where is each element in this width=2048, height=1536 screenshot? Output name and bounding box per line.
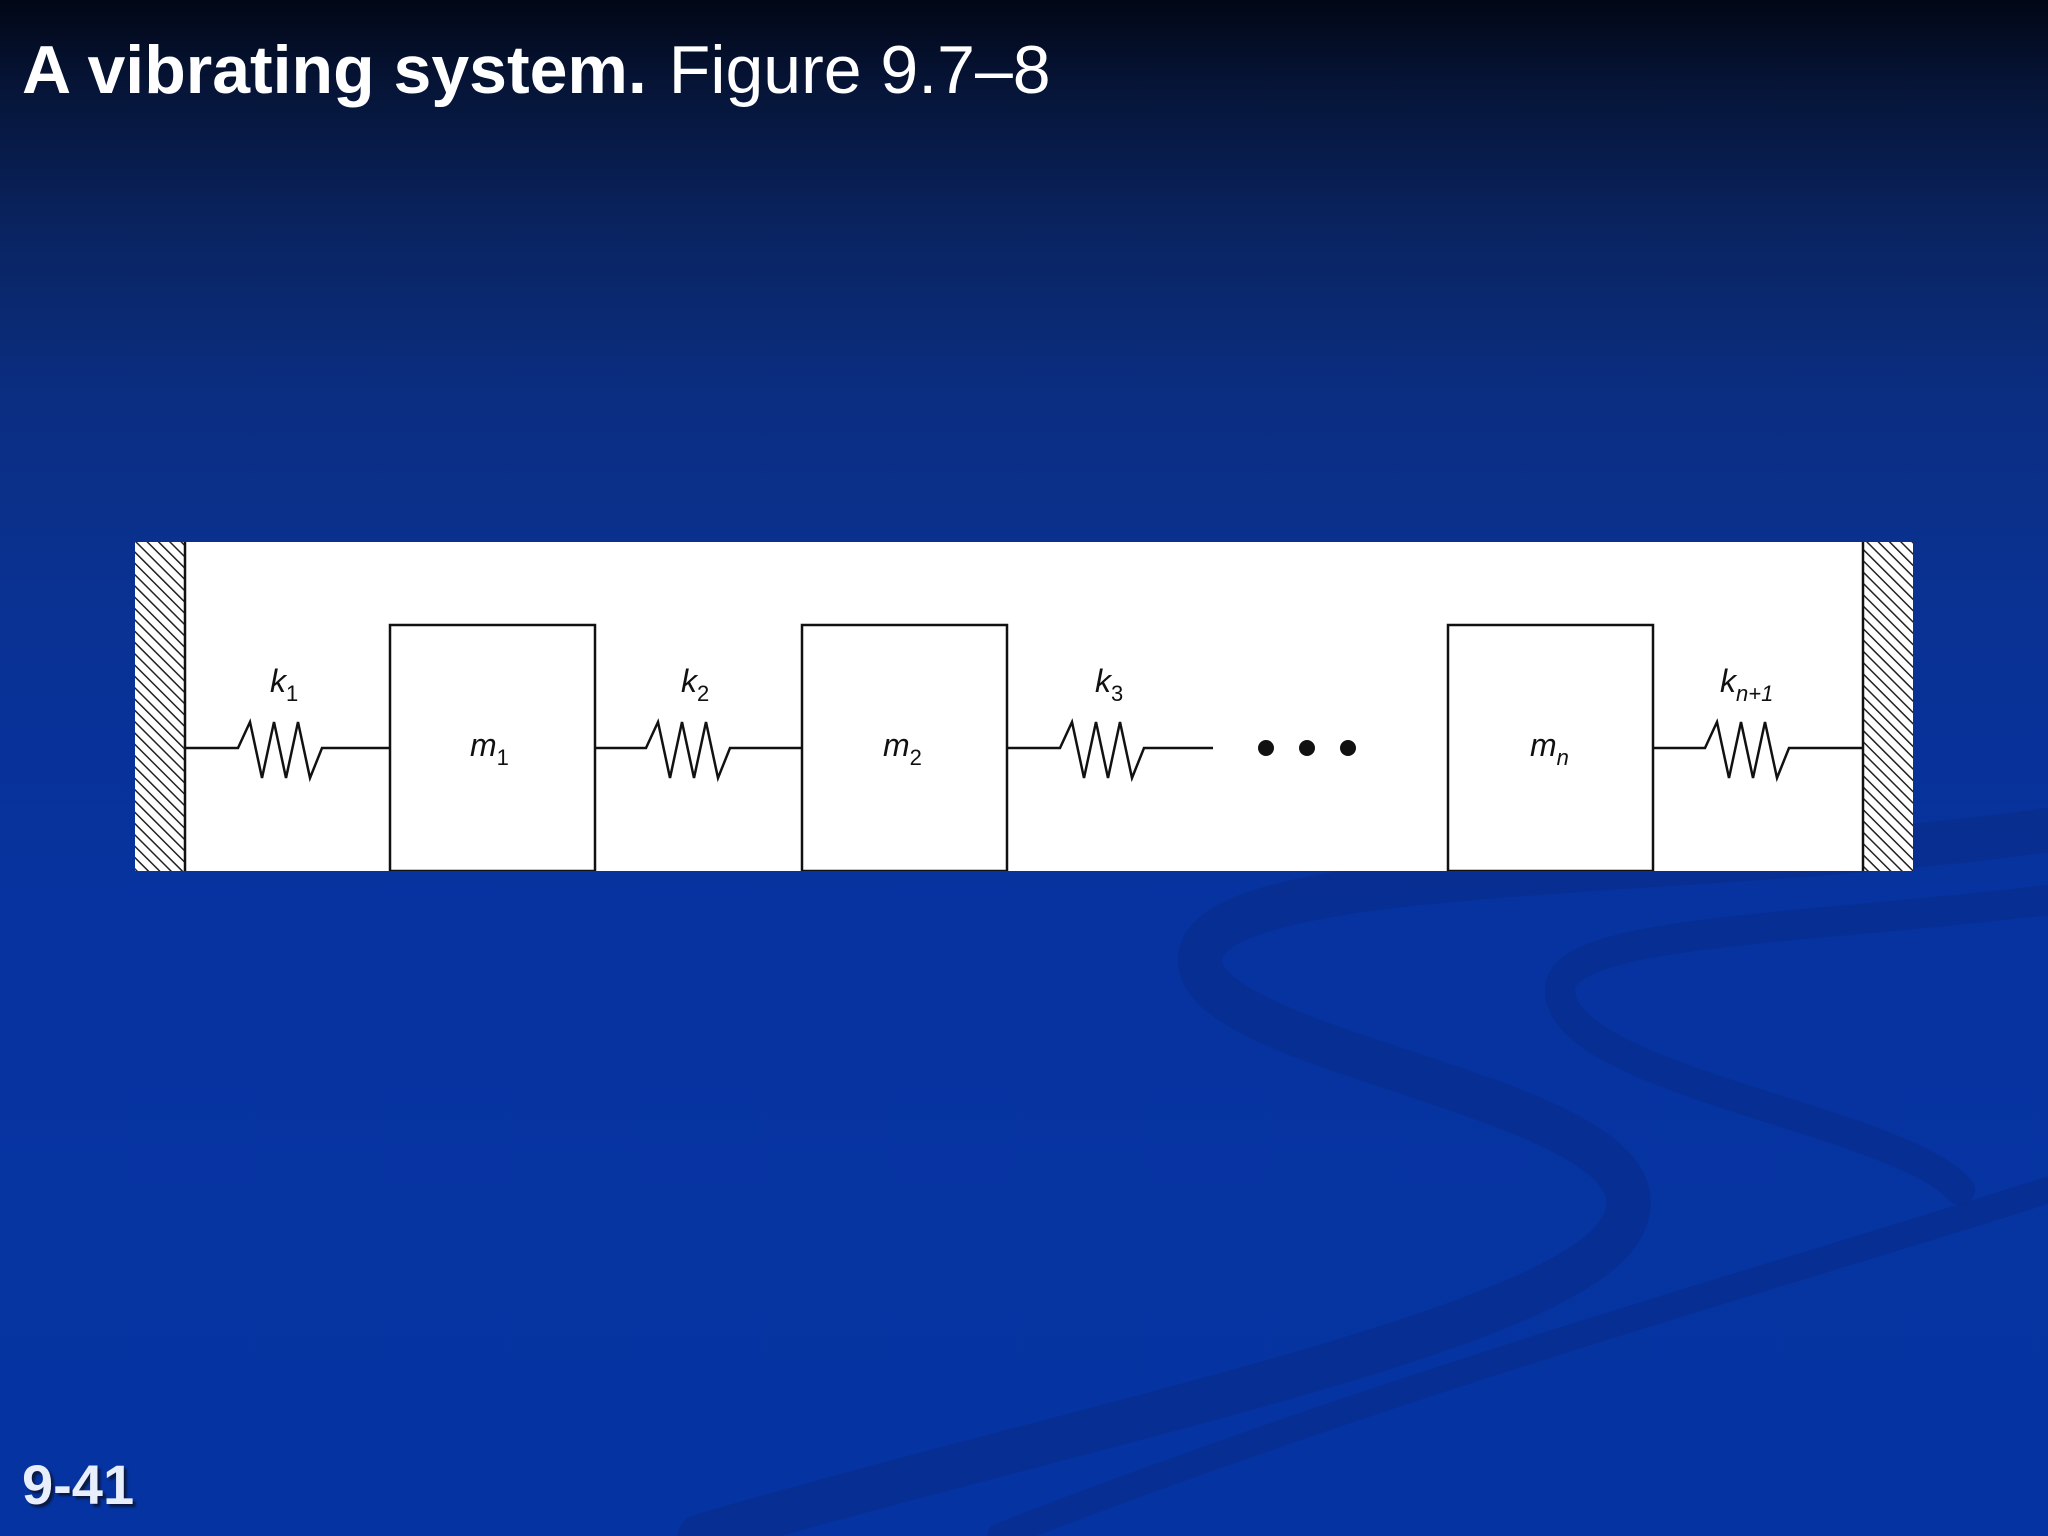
left-wall xyxy=(135,542,187,871)
spring-mass-diagram: k1 k2 k3 kn+1 m1 m2 mn xyxy=(135,542,1913,871)
mass-label-mn: mn xyxy=(1530,727,1569,770)
slide-title-bold: A vibrating system. xyxy=(22,32,647,108)
slide-page-number: 9-41 xyxy=(22,1453,135,1516)
spring-2 xyxy=(595,718,802,783)
spring-label-k2: k2 xyxy=(681,663,709,706)
ellipsis xyxy=(1258,740,1356,756)
mass-label-m1: m1 xyxy=(470,727,509,770)
spring-1 xyxy=(185,718,390,783)
mass-box-2 xyxy=(800,623,1009,871)
spring-label-k1: k1 xyxy=(270,663,298,706)
spring-label-kn1: kn+1 xyxy=(1720,663,1773,706)
mass-box-n xyxy=(1446,623,1655,871)
spring-label-k3: k3 xyxy=(1095,663,1123,706)
slide-title: A vibrating system. Figure 9.7–8 xyxy=(22,30,1051,110)
vibrating-system-figure: k1 k2 k3 kn+1 m1 m2 mn xyxy=(135,542,1913,871)
mass-label-m2: m2 xyxy=(883,727,922,770)
right-wall xyxy=(1861,542,1913,871)
slide-title-figure-ref: Figure 9.7–8 xyxy=(668,32,1051,108)
spring-3 xyxy=(1007,718,1213,783)
spring-n-plus-1 xyxy=(1653,718,1863,783)
